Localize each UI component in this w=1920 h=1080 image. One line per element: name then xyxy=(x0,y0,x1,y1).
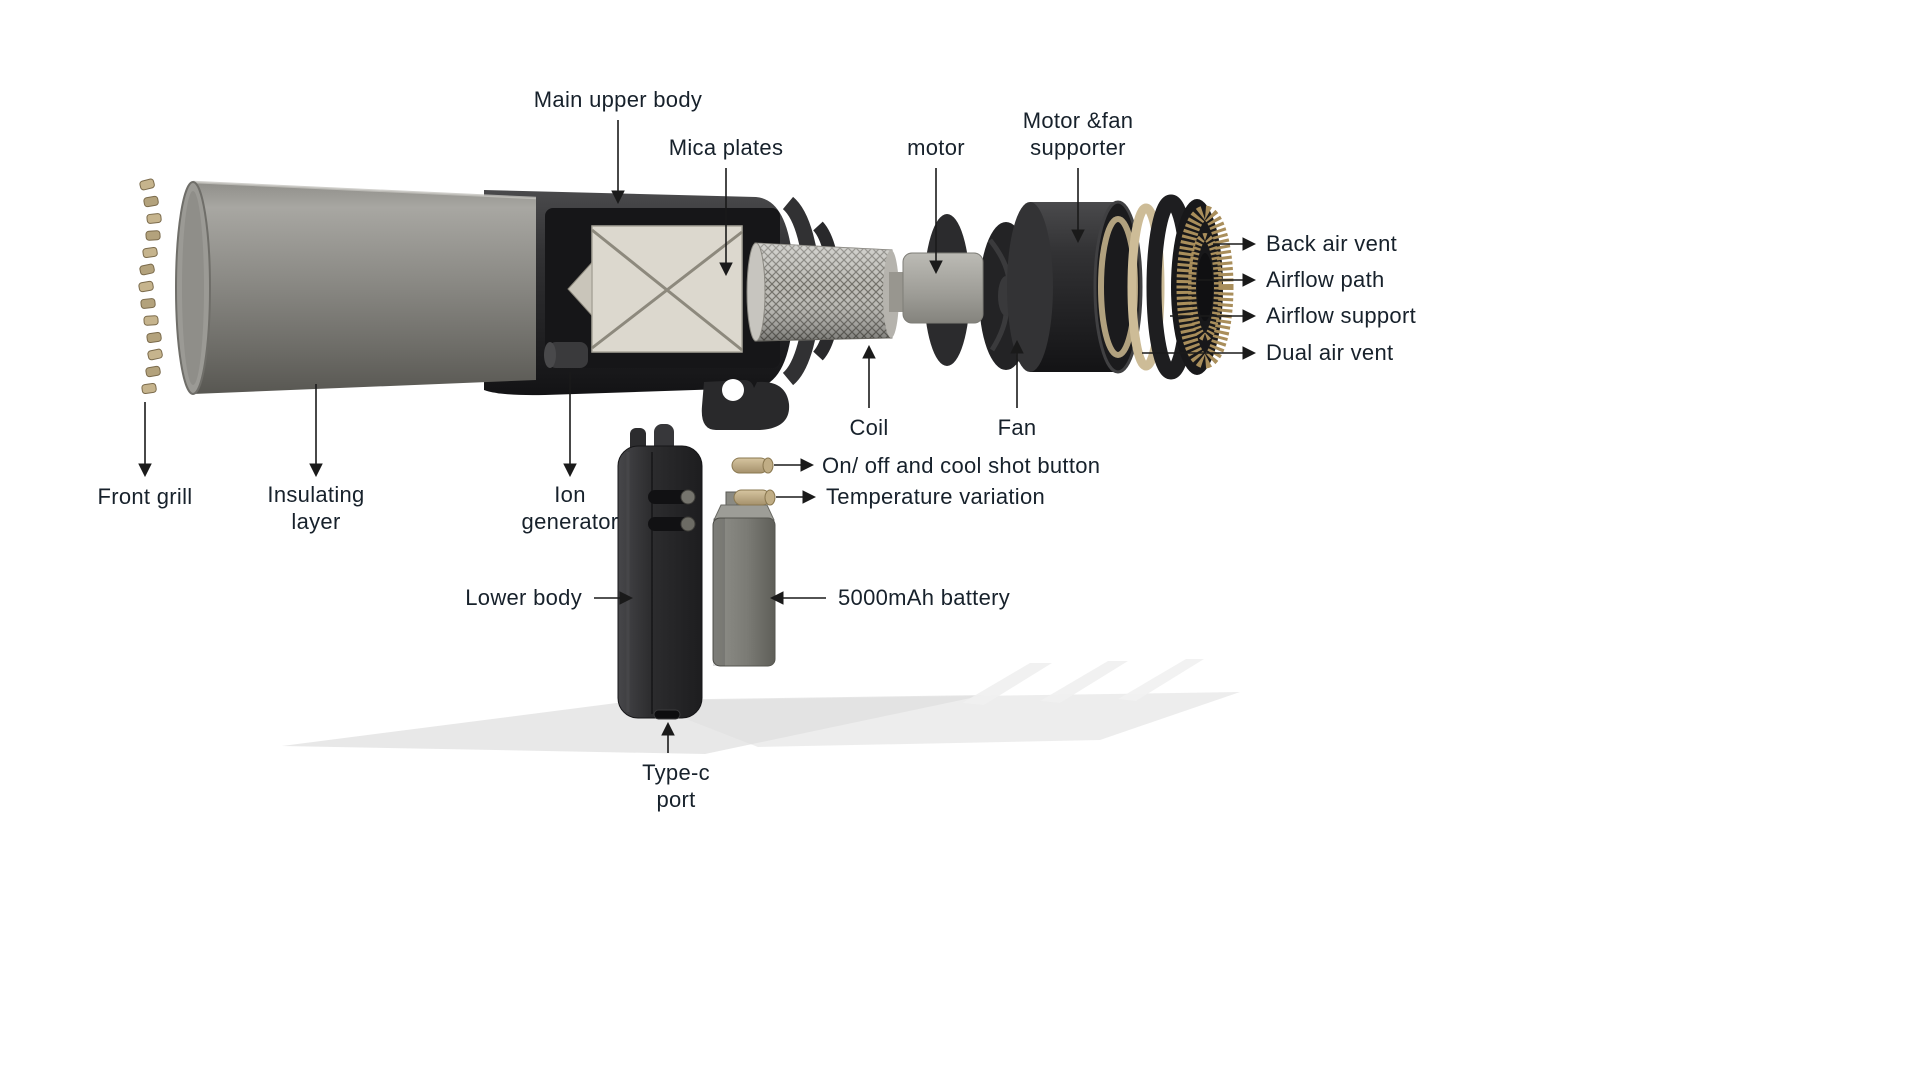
label-text: Airflow path xyxy=(1266,267,1385,292)
label-motor-fan-supporter: Motor &fan supporter xyxy=(1023,108,1134,244)
ion-generator-part xyxy=(544,342,588,368)
label-text: Motor &fan xyxy=(1023,108,1134,133)
light-streak xyxy=(1118,659,1204,701)
spring-segment xyxy=(142,246,158,259)
supporter-front-rim xyxy=(1007,202,1053,372)
label-text: generator xyxy=(522,509,619,534)
spring-segment xyxy=(139,178,155,191)
spring-segment xyxy=(138,280,154,293)
label-text: layer xyxy=(291,509,340,534)
insulating-barrel xyxy=(175,180,537,395)
label-text: Main upper body xyxy=(534,87,702,112)
mica-x-plates xyxy=(591,228,743,352)
label-text: Back air vent xyxy=(1266,231,1397,256)
mount-bracket xyxy=(701,379,790,430)
bracket-notch xyxy=(722,379,744,401)
handle-button xyxy=(680,516,696,532)
motor-fan-supporter-part xyxy=(1007,200,1143,374)
temperature-button-cap xyxy=(764,489,776,506)
label-text: Fan xyxy=(998,415,1037,440)
vent-perforations-outer xyxy=(1176,205,1234,369)
label-airflow-path: Airflow path xyxy=(1198,267,1385,292)
label-text: Insulating xyxy=(267,482,364,507)
label-text: Temperature variation xyxy=(826,484,1045,509)
label-ion-generator: Ion generator xyxy=(522,372,619,534)
label-front-grill: Front grill xyxy=(98,402,193,509)
label-main-upper-body: Main upper body xyxy=(534,87,702,205)
label-airflow-support: Airflow support xyxy=(1170,303,1416,328)
ground-shadow xyxy=(282,659,1240,754)
label-text: Dual air vent xyxy=(1266,340,1393,365)
barrel-highlight xyxy=(192,180,537,200)
back-vent-cap xyxy=(1171,199,1234,375)
control-buttons xyxy=(731,457,776,506)
label-text: Airflow support xyxy=(1266,303,1416,328)
label-text: Coil xyxy=(849,415,888,440)
label-text: supporter xyxy=(1030,135,1126,160)
spring-segment xyxy=(147,348,163,361)
coil-shading xyxy=(755,243,892,341)
label-text: Mica plates xyxy=(669,135,784,160)
spring-segment xyxy=(140,298,156,309)
spring-segment xyxy=(145,365,161,378)
shadow-shape xyxy=(640,692,1240,747)
handle-button xyxy=(680,489,696,505)
spring-segment xyxy=(146,331,162,344)
spring-segment xyxy=(143,315,159,326)
label-insulating-layer: Insulating layer xyxy=(267,384,364,534)
light-streak xyxy=(1040,661,1128,703)
label-dual-air-vent: Dual air vent xyxy=(1142,340,1393,365)
barrel-body xyxy=(193,182,536,394)
label-text: motor xyxy=(907,135,965,160)
spring-segment xyxy=(143,195,159,208)
label-coil: Coil xyxy=(849,344,888,440)
handle-button-slot xyxy=(648,490,692,504)
mica-plates-part xyxy=(567,225,743,353)
handle-button-slot xyxy=(648,517,692,531)
label-fan: Fan xyxy=(998,339,1037,440)
front-grill-spring xyxy=(138,178,163,395)
label-text: Front grill xyxy=(98,484,193,509)
label-battery: 5000mAh battery xyxy=(769,585,1010,610)
ion-generator-cap xyxy=(544,342,556,368)
motor-body xyxy=(902,252,984,324)
type-c-port-slot xyxy=(653,709,681,720)
handle-body xyxy=(617,445,703,719)
spring-segment xyxy=(146,213,162,224)
coil-front-cap xyxy=(746,242,766,342)
label-type-c-port: Type-c port xyxy=(642,721,710,812)
label-temperature-variation: Temperature variation xyxy=(776,484,1045,509)
battery-part xyxy=(712,491,776,667)
motor-part xyxy=(889,252,984,324)
lower-body-handle xyxy=(617,424,703,720)
spring-segment xyxy=(145,230,161,241)
labels-layer: Main upper body Mica plates motor Motor … xyxy=(98,87,1416,812)
label-back-air-vent: Back air vent xyxy=(1213,231,1397,256)
ion-generator-body xyxy=(548,342,588,368)
label-text: port xyxy=(656,787,695,812)
label-text: On/ off and cool shot button xyxy=(822,453,1100,478)
battery-shade xyxy=(713,518,725,666)
vent-center xyxy=(1197,253,1213,321)
coil-part xyxy=(746,242,899,342)
label-lower-body: Lower body xyxy=(465,585,634,610)
on-off-button-cap xyxy=(762,457,774,474)
label-on-off-cool-shot: On/ off and cool shot button xyxy=(774,453,1100,478)
label-text: Ion xyxy=(554,482,585,507)
barrel-front-inner xyxy=(182,191,204,385)
label-text: 5000mAh battery xyxy=(838,585,1010,610)
bracket-body xyxy=(701,380,790,430)
label-mica-plates: Mica plates xyxy=(669,135,784,277)
spring-segment xyxy=(141,382,157,395)
label-motor: motor xyxy=(907,135,965,275)
spring-segment xyxy=(139,263,155,276)
label-text: Lower body xyxy=(465,585,582,610)
label-text: Type-c xyxy=(642,760,710,785)
vent-perforations-inner xyxy=(1188,233,1222,341)
light-streak xyxy=(962,663,1052,705)
